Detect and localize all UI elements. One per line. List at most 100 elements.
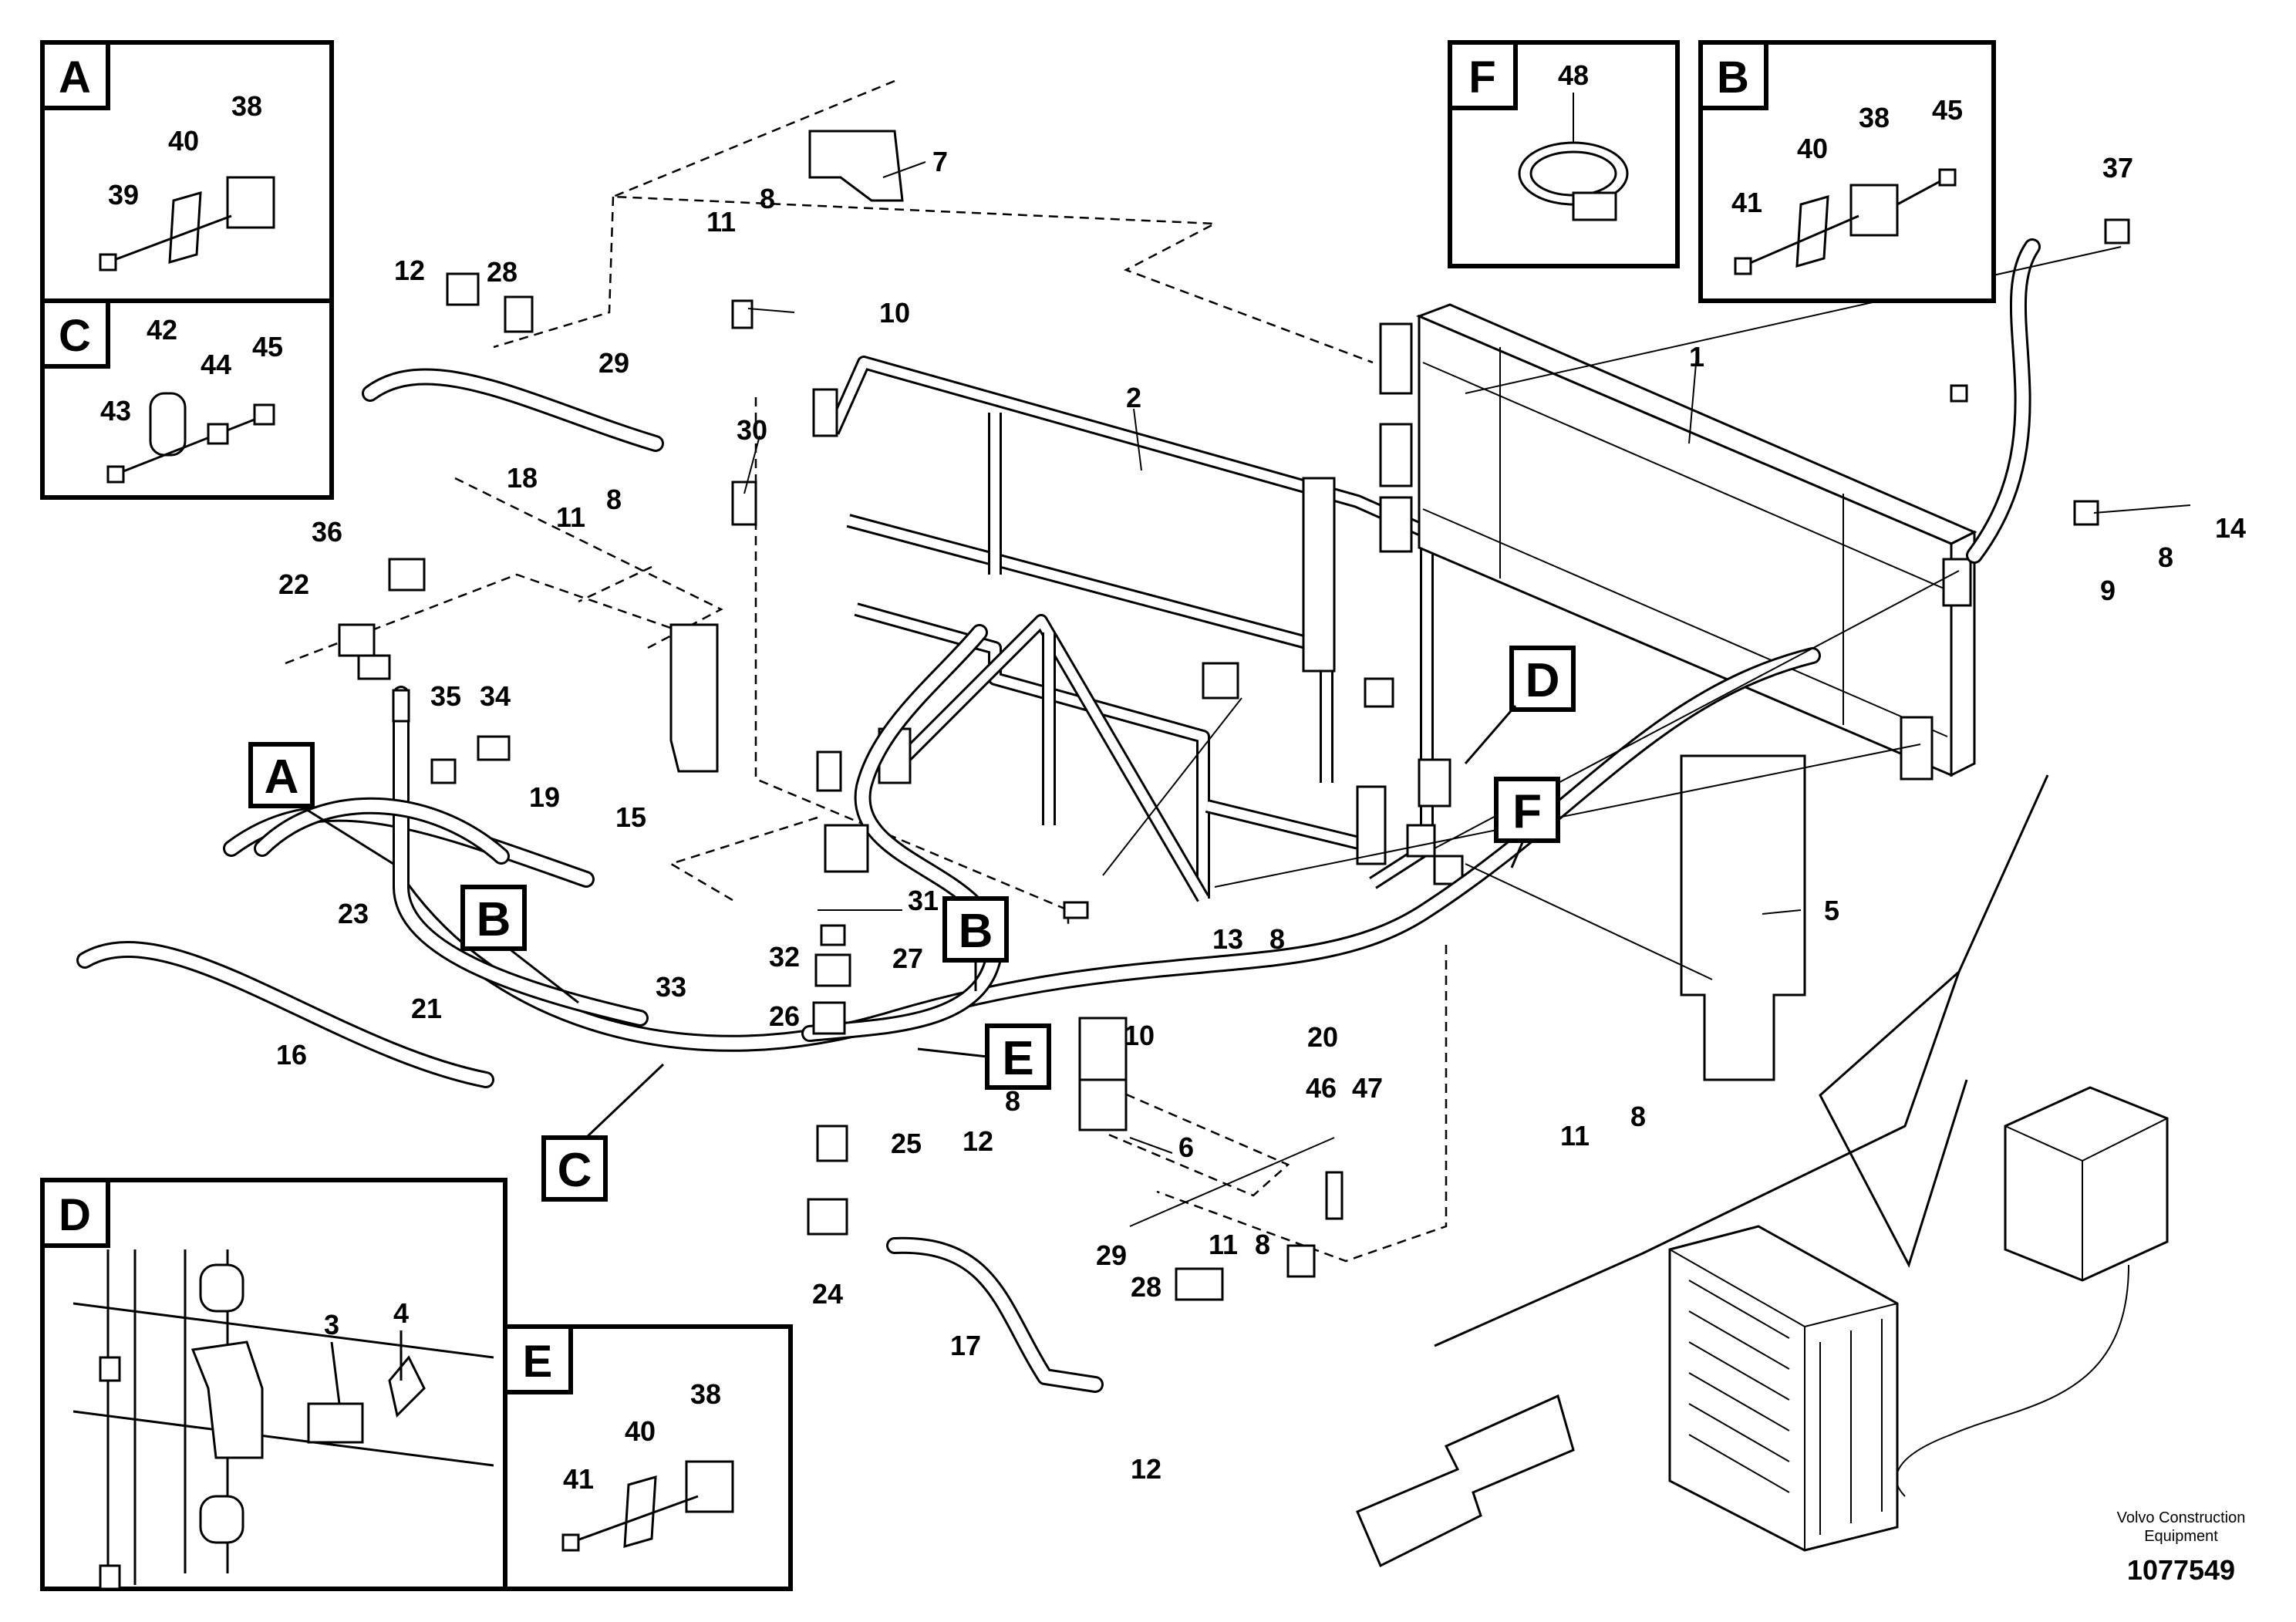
label-37: 37 <box>2102 152 2133 184</box>
document-number: 1077549 <box>2127 1554 2235 1586</box>
label-12a: 12 <box>394 255 425 286</box>
label-2: 2 <box>1126 382 1141 413</box>
svg-text:40: 40 <box>625 1415 656 1447</box>
callout-tags: A B B C E D F <box>248 646 1576 1202</box>
support-frame <box>812 356 1464 902</box>
label-29a: 29 <box>598 347 629 379</box>
label-12c: 12 <box>1131 1453 1161 1485</box>
svg-text:48: 48 <box>1558 59 1589 91</box>
label-8c: 8 <box>1269 923 1285 955</box>
label-26: 26 <box>769 1000 800 1032</box>
part-labels: 1 2 7 11 8 10 12 28 29 18 30 11 8 36 22 … <box>276 146 2246 1485</box>
label-31: 31 <box>908 885 939 916</box>
label-8f: 8 <box>1005 1085 1020 1117</box>
machine-overview <box>1356 774 2169 1568</box>
svg-text:3: 3 <box>324 1309 339 1340</box>
footer: Volvo Construction Equipment 1077549 <box>2117 1509 2246 1586</box>
inset-c: C 42 44 45 43 <box>40 298 334 500</box>
label-10b: 10 <box>1124 1020 1155 1051</box>
label-46: 46 <box>1306 1072 1337 1104</box>
svg-text:41: 41 <box>1731 187 1762 218</box>
label-28b: 28 <box>1131 1271 1161 1303</box>
svg-text:40: 40 <box>1797 133 1828 164</box>
svg-text:45: 45 <box>1932 94 1963 126</box>
svg-text:45: 45 <box>252 331 283 363</box>
svg-text:41: 41 <box>563 1463 594 1495</box>
svg-text:44: 44 <box>201 349 231 380</box>
inset-f-tag: F <box>1468 52 1495 103</box>
label-6: 6 <box>1178 1131 1194 1163</box>
label-25: 25 <box>891 1128 922 1159</box>
label-8g: 8 <box>1255 1229 1270 1260</box>
callout-f: F <box>1512 785 1542 838</box>
svg-text:38: 38 <box>1859 102 1890 133</box>
inset-d-tag: D <box>59 1190 91 1240</box>
reference-lines <box>285 79 1448 1263</box>
svg-text:38: 38 <box>231 90 262 122</box>
label-1: 1 <box>1689 341 1704 373</box>
svg-text:40: 40 <box>168 125 199 157</box>
inset-c-tag: C <box>59 311 91 361</box>
callout-b-left: B <box>477 893 511 946</box>
label-8a: 8 <box>760 183 775 214</box>
svg-text:39: 39 <box>108 179 139 211</box>
label-28a: 28 <box>487 256 518 288</box>
inset-d: D 3 4 <box>40 1178 507 1591</box>
label-20: 20 <box>1307 1021 1338 1053</box>
label-29b: 29 <box>1096 1239 1127 1271</box>
label-8e: 8 <box>1630 1101 1646 1132</box>
label-5: 5 <box>1824 895 1839 926</box>
svg-text:4: 4 <box>393 1297 409 1329</box>
label-32: 32 <box>769 941 800 973</box>
callout-b-right: B <box>959 905 993 958</box>
inset-e-tag: E <box>523 1337 553 1387</box>
inset-a-tag: A <box>59 52 91 103</box>
svg-text:43: 43 <box>100 395 131 427</box>
label-19: 19 <box>529 781 560 813</box>
label-11d: 11 <box>1209 1229 1238 1260</box>
label-34: 34 <box>480 680 511 712</box>
label-9: 9 <box>2100 575 2116 606</box>
inset-a: A 38 40 39 <box>40 40 334 303</box>
label-14: 14 <box>2215 512 2246 544</box>
label-8b: 8 <box>606 484 622 515</box>
callout-c: C <box>558 1144 592 1197</box>
label-10a: 10 <box>879 297 910 329</box>
hoses <box>76 238 2041 1393</box>
inset-f: F 48 <box>1448 40 1680 268</box>
label-24: 24 <box>812 1278 843 1310</box>
svg-text:38: 38 <box>690 1378 721 1410</box>
mounting-plate <box>1680 754 1806 1081</box>
brand-line-1: Volvo Construction <box>2117 1509 2246 1526</box>
label-21: 21 <box>411 993 442 1024</box>
label-7: 7 <box>932 146 948 177</box>
label-30: 30 <box>737 414 767 446</box>
label-36: 36 <box>312 516 342 548</box>
label-47: 47 <box>1352 1072 1383 1104</box>
inset-b-tag: B <box>1717 52 1749 103</box>
label-33: 33 <box>656 971 686 1003</box>
label-17: 17 <box>950 1330 981 1361</box>
label-22: 22 <box>278 568 309 600</box>
label-11c: 11 <box>1560 1120 1590 1152</box>
brand-line-2: Equipment <box>2144 1528 2218 1545</box>
label-11a: 11 <box>706 206 736 238</box>
label-12b: 12 <box>963 1125 993 1157</box>
callout-d: D <box>1526 654 1560 707</box>
callout-e: E <box>1002 1032 1033 1085</box>
distribution-block <box>824 824 869 873</box>
svg-text:42: 42 <box>147 314 177 346</box>
label-8d: 8 <box>2158 541 2173 573</box>
label-23: 23 <box>338 898 369 929</box>
callout-a: A <box>265 750 299 804</box>
label-18: 18 <box>507 462 538 494</box>
label-15: 15 <box>615 801 646 833</box>
label-11b: 11 <box>556 501 585 533</box>
label-16: 16 <box>276 1039 307 1071</box>
fittings <box>338 130 2130 1301</box>
label-27: 27 <box>892 943 923 974</box>
inset-e: E 38 40 41 <box>503 1324 793 1591</box>
label-35: 35 <box>430 680 461 712</box>
label-13: 13 <box>1212 923 1243 955</box>
